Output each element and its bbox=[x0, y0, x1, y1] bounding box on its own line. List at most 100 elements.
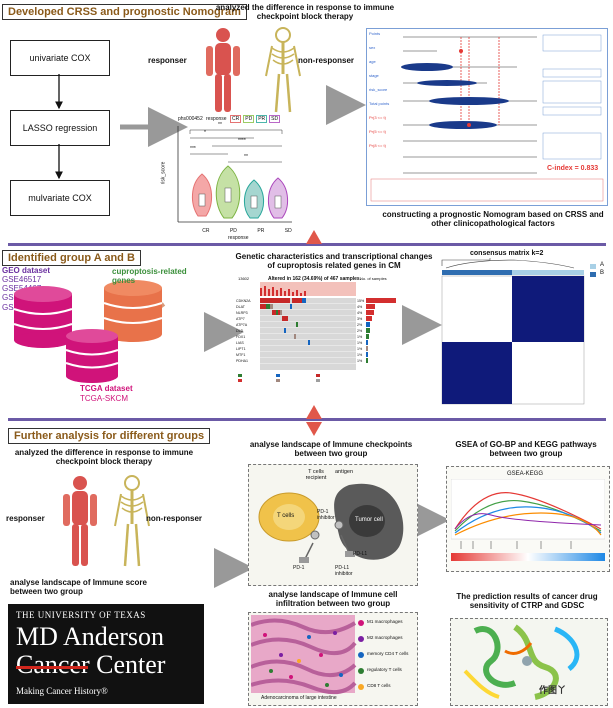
cp-label-pd1-inhibitor: PD-1 inhibitor bbox=[317, 509, 335, 521]
violin-sig-1: ** bbox=[218, 122, 222, 128]
up-arrow-1 bbox=[306, 230, 322, 244]
consensus-legend-b: B bbox=[600, 270, 605, 276]
violin-legend-pd: PD bbox=[243, 115, 255, 123]
gsea-title: GSEA of GO-BP and KEGG pathways between … bbox=[455, 440, 597, 459]
consensus-matrix bbox=[441, 258, 596, 405]
tcga-title: TCGA dataset bbox=[80, 384, 133, 393]
tcga-sub: TCGA-SKCM bbox=[80, 394, 128, 403]
pct-9: 1% bbox=[357, 347, 363, 351]
gene-11: PDHA1 bbox=[236, 359, 248, 363]
down-arrow-2 bbox=[306, 422, 322, 436]
md-anderson-logo: THE UNIVERSITY OF TEXAS MD Anderson Canc… bbox=[8, 604, 204, 704]
violin-x-cr: CR bbox=[202, 228, 210, 234]
oncoprint-nsamples: No. of samples bbox=[360, 276, 387, 281]
violin-x-sd: SD bbox=[284, 228, 292, 234]
consensus-title: consensus matrix k=2 bbox=[470, 250, 544, 257]
nomogram-chart bbox=[370, 34, 604, 202]
violin-sig-4: *** bbox=[190, 146, 196, 152]
cp-label-tumor: Tumor cell bbox=[355, 517, 383, 523]
database-cylinders-icon bbox=[13, 280, 166, 383]
gene-10: MTF1 bbox=[236, 353, 246, 357]
pct-1: 15% bbox=[357, 299, 365, 303]
drug-panel: 作图丫 bbox=[450, 618, 608, 706]
flow-univariate-cox: univariate COX bbox=[10, 40, 110, 76]
pct-2: 4% bbox=[357, 305, 363, 309]
gene-1: CDKN2A bbox=[236, 299, 251, 303]
oncoprint-grid bbox=[238, 282, 396, 382]
s3-responder-body-icon bbox=[63, 476, 97, 566]
violin-xlabel: response bbox=[228, 235, 249, 241]
drug-title: The prediction results of cancer drug se… bbox=[456, 592, 598, 611]
gene-5: ATP7A bbox=[236, 323, 248, 327]
up-arrow-2 bbox=[306, 405, 322, 419]
violin-title: phs000452 bbox=[178, 116, 203, 122]
violin-sig-5: ** bbox=[244, 154, 248, 160]
cupro-genes-label: cuproptosis-related genes bbox=[112, 267, 187, 285]
infil-caption: Adenocarcinoma of large intestine bbox=[261, 695, 337, 701]
gene-9: LIPT1 bbox=[236, 347, 246, 351]
section1-title: Developed CRSS and prognostic Nomogram bbox=[2, 4, 247, 20]
gene-2: DLAT bbox=[236, 305, 245, 309]
pct-8: 1% bbox=[357, 341, 363, 345]
nomo-row-sex: sex bbox=[369, 45, 376, 50]
responder-body-icon bbox=[206, 28, 240, 112]
violin-ylabel: risk_score bbox=[160, 161, 167, 185]
violin-legend-cr: CR bbox=[230, 115, 242, 123]
gsea-curves bbox=[451, 479, 605, 561]
watermark-text: 作图丫 bbox=[539, 685, 567, 695]
violin-legend-label: response bbox=[206, 116, 227, 122]
nomogram-caption: constructing a prognostic Nomogram based… bbox=[382, 210, 604, 229]
s1-responder-label: responser bbox=[148, 56, 187, 65]
infil-legend-treg: regulatory T cells bbox=[367, 667, 402, 672]
infil-legend-m1: M1 macrophages bbox=[367, 619, 403, 624]
md-logo-line3: Cancer Center bbox=[16, 650, 166, 679]
infiltration-title: analyse landscape of Immune cell infiltr… bbox=[268, 590, 398, 609]
separator-2 bbox=[8, 418, 606, 421]
oncoprint-gene-list: CDKN2A DLAT NLRP3 ATP7 ATP7A DLD FDX1 LI… bbox=[236, 298, 251, 364]
cp-label-antigen: antigen bbox=[335, 469, 354, 475]
gene-4: ATP7 bbox=[236, 317, 245, 321]
infiltration-panel: M1 macrophages M2 macrophages memory CD4… bbox=[248, 612, 418, 706]
section3-title: Further analysis for different groups bbox=[8, 428, 211, 444]
checkpoint-title: analyse landscape of Immune checkpoints … bbox=[249, 440, 413, 459]
nomo-row-age: age bbox=[369, 59, 376, 64]
nomogram-panel: Points sex age stage risk_score Total po… bbox=[366, 28, 608, 206]
oncoprint-count: 13602 bbox=[238, 276, 250, 281]
infil-legend-cd4: memory CD4 T cells bbox=[367, 651, 409, 656]
infil-legend-cd8: CD8 T cells bbox=[367, 683, 391, 688]
gsea-panel: GSEA-KEGG bbox=[446, 466, 610, 572]
oncoprint-panel: 13602 Altered in 162 (34.69%) of 467 sam… bbox=[236, 276, 408, 386]
pct-7: 1% bbox=[357, 335, 363, 339]
pct-4: 3% bbox=[357, 317, 363, 321]
checkpoint-panel: T cells recipient antigen T cells Tumor … bbox=[248, 464, 418, 586]
s3-non-responder-label: non-responser bbox=[146, 514, 203, 523]
nomo-row-total: Total points bbox=[369, 101, 390, 106]
gsea-plot-title: GSEA-KEGG bbox=[507, 471, 544, 477]
md-logo-line1: THE UNIVERSITY OF TEXAS bbox=[16, 610, 146, 620]
violin-sig-3: **** bbox=[238, 138, 246, 144]
pct-3: 4% bbox=[357, 311, 363, 315]
nomo-row-pr5: Pr(5 <= t) bbox=[369, 129, 386, 134]
cp-label-recipient: T cells recipient bbox=[305, 469, 327, 481]
oncoprint-pct-list: 15% 4% 4% 3% 2% 2% 1% 1% 1% 1% 1% bbox=[357, 298, 364, 364]
checkpoint-illustration bbox=[258, 483, 404, 563]
nomo-row-risk: risk_score bbox=[369, 87, 388, 92]
flow-multivariate-cox: mulvariate COX bbox=[10, 180, 110, 216]
gene-7: FDX1 bbox=[236, 335, 246, 339]
nomo-row-stage: stage bbox=[369, 73, 379, 78]
md-logo-strike bbox=[16, 666, 88, 669]
violin-legend-pr: PR bbox=[256, 115, 268, 123]
violin-x-pr: PR bbox=[257, 228, 265, 234]
s3-non-responder-skeleton-icon bbox=[114, 475, 150, 567]
violin-x-pd: PD bbox=[229, 228, 237, 234]
section2-title: Identified group A and B bbox=[2, 250, 141, 266]
cp-label-pdl1-inhibitor: PD-L1 inhibitor bbox=[335, 565, 353, 577]
md-logo-line2: MD Anderson bbox=[16, 622, 165, 651]
pct-5: 2% bbox=[357, 323, 363, 327]
gene-3: NLRP3 bbox=[236, 311, 248, 315]
gene-8: LIAS bbox=[236, 341, 244, 345]
nomo-row-pr3: Pr(3 <= t) bbox=[369, 115, 386, 120]
violin-plot: phs000452 response CR PD PR SD risk_scor… bbox=[158, 114, 298, 242]
oncoprint-title: Genetic characteristics and transcriptio… bbox=[235, 252, 433, 271]
